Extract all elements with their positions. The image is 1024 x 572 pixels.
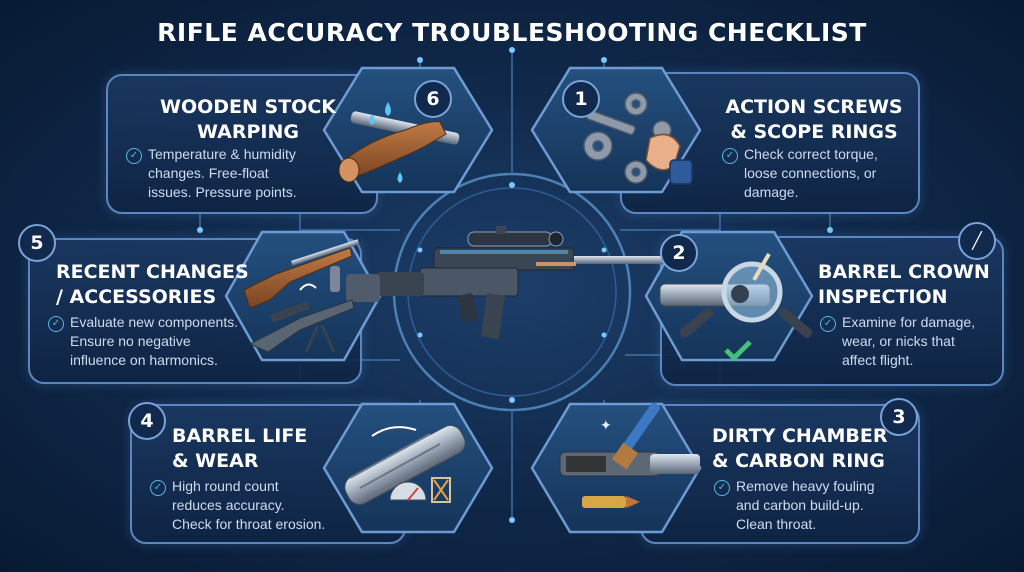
check-icon: ✓ <box>150 480 166 496</box>
desc-wooden-stock: Temperature & humidity changes. Free-flo… <box>148 146 297 200</box>
check-icon: ✓ <box>714 480 730 496</box>
number-badge-4: 4 <box>128 402 166 440</box>
desc-recent-changes: Evaluate new components. Ensure no negat… <box>70 314 239 368</box>
number-badge-6: 6 <box>414 80 452 118</box>
check-icon: ✓ <box>722 148 738 164</box>
heading-recent-changes: RECENT CHANGES / ACCESSORIES <box>56 261 249 308</box>
number-badge-2: 2 <box>660 234 698 272</box>
check-icon: ✓ <box>48 316 64 332</box>
pencil-icon: ╱ <box>958 222 996 260</box>
heading-barrel-life: BARREL LIFE & WEAR <box>172 425 308 472</box>
number-badge-1: 1 <box>562 80 600 118</box>
number-badge-3: 3 <box>880 398 918 436</box>
page-title: RIFLE ACCURACY TROUBLESHOOTING CHECKLIST <box>157 18 867 47</box>
desc-barrel-crown: Examine for damage, wear, or nicks that … <box>842 314 976 368</box>
heading-barrel-crown: BARREL CROWN INSPECTION <box>818 261 990 308</box>
check-icon: ✓ <box>820 316 836 332</box>
heading-wooden-stock: WOODEN STOCK WARPING <box>160 96 336 143</box>
check-icon: ✓ <box>126 148 142 164</box>
number-badge-5: 5 <box>18 224 56 262</box>
heading-action-screws: ACTION SCREWS & SCOPE RINGS <box>725 96 903 143</box>
desc-barrel-life: High round count reduces accuracy. Check… <box>172 478 326 532</box>
desc-action-screws: Check correct torque, loose connections,… <box>744 146 878 200</box>
desc-dirty-chamber: Remove heavy fouling and carbon build-up… <box>736 478 875 532</box>
heading-dirty-chamber: DIRTY CHAMBER & CARBON RING <box>712 425 888 472</box>
